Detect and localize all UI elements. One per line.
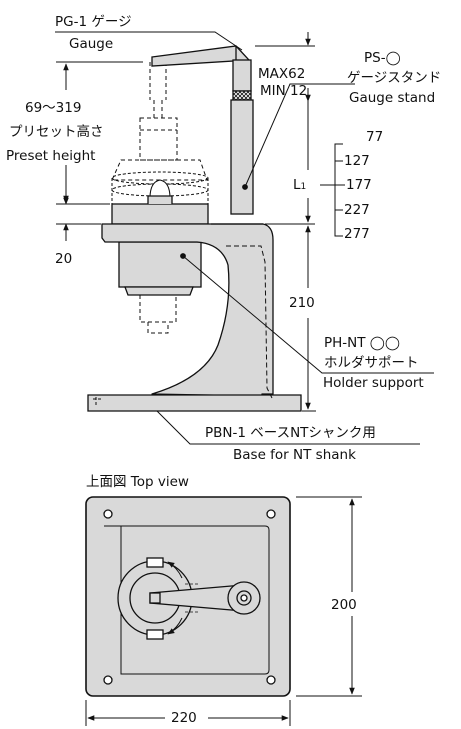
holder-support-ja-label: ホルダサポート (324, 355, 419, 371)
holder-support (111, 195, 209, 296)
l1-dimension-label: L1 (293, 177, 306, 195)
offset-dimension-label: 20 (55, 251, 73, 267)
l1-option-227: 227 (344, 202, 370, 218)
gauge-stand-name-en-label: Gauge stand (349, 90, 436, 106)
l1-option-177: 177 (346, 177, 372, 193)
stroke-max-label: MAX62 (258, 66, 306, 82)
l1-option-127: 127 (344, 153, 370, 169)
gauge-code-label: PG-1 ゲージ (55, 14, 132, 30)
l1-option-277: 277 (344, 226, 370, 242)
gauge-name-label: Gauge (69, 36, 114, 52)
l1-option-77: 77 (366, 129, 384, 145)
base-body (87, 223, 302, 412)
gauge-stand-column (230, 59, 254, 215)
dimension-lines (56, 32, 345, 412)
base-name-en-label: Base for NT shank (233, 447, 356, 463)
preset-height-ja-label: プリセット高さ (9, 124, 104, 140)
gauge-stand-code-label: PS-◯ (364, 50, 401, 66)
base-code-label: PBN-1 ベースNTシャンク用 (205, 425, 376, 441)
base-height-dimension-label: 210 (289, 295, 315, 311)
holder-support-code-label: PH-NT ◯◯ (324, 335, 401, 351)
gauge-probe-tip (149, 179, 171, 199)
l1-symbol: L (293, 177, 301, 193)
gauge-stand-name-ja-label: ゲージスタンド (347, 70, 442, 86)
l1-subscript: 1 (300, 182, 307, 192)
top-view (85, 496, 362, 726)
width-dimension-label: 220 (171, 710, 197, 726)
leader-lines (55, 31, 434, 445)
depth-dimension-label: 200 (331, 597, 357, 613)
holder-support-en-label: Holder support (323, 375, 424, 391)
preset-height-range-label: 69～319 (25, 100, 82, 116)
top-view-title: 上面図 Top view (86, 474, 189, 490)
stroke-min-label: MIN 12 (260, 83, 308, 99)
preset-height-en-label: Preset height (6, 148, 96, 164)
